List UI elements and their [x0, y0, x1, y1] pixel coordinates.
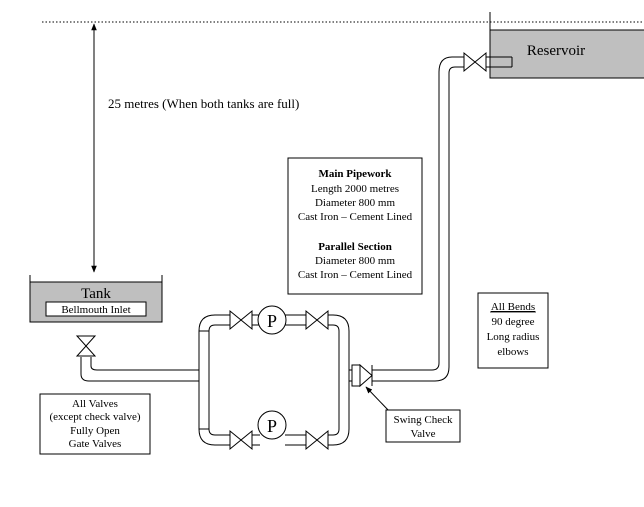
gate-valve-outlet	[75, 335, 97, 357]
valves-note-line-2: (except check valve)	[50, 411, 141, 423]
check-valve-note: Swing Check Valve	[365, 386, 461, 443]
check-valve-note-line-1: Swing Check	[394, 414, 453, 426]
reservoir: Reservoir	[489, 12, 644, 79]
bends-note: All Bends 90 degree Long radius elbows	[477, 292, 549, 369]
bellmouth-inlet-label: Bellmouth Inlet	[61, 304, 130, 316]
tank-label: Tank	[81, 286, 111, 302]
bends-note-line-1: 90 degree	[491, 316, 534, 328]
main-line-2: Diameter 800 mm	[315, 197, 395, 209]
pipework	[80, 56, 513, 446]
gate-valve-top-right	[305, 309, 329, 331]
pipework-info-box: Main Pipework Length 2000 metres Diamete…	[287, 157, 423, 295]
pump-top-label: P	[267, 311, 277, 331]
gate-valve-reservoir	[463, 51, 487, 73]
height-annotation: 25 metres (When both tanks are full)	[108, 96, 299, 111]
bends-note-line-3: elbows	[497, 346, 528, 358]
gate-valve-bottom-left	[229, 429, 253, 451]
main-line-1: Length 2000 metres	[311, 183, 399, 195]
bends-note-title: All Bends	[491, 301, 535, 313]
pump-bottom: P	[257, 410, 287, 440]
tank: Tank Bellmouth Inlet	[29, 275, 163, 323]
gate-valve-bottom-right	[305, 429, 329, 451]
main-pipework-title: Main Pipework	[318, 168, 392, 180]
pump-bottom-label: P	[267, 416, 277, 436]
valves-note: All Valves (except check valve) Fully Op…	[39, 393, 151, 455]
parallel-line-1: Diameter 800 mm	[315, 255, 395, 267]
valves-note-line-4: Gate Valves	[69, 438, 122, 450]
valves-note-line-3: Fully Open	[70, 425, 120, 437]
gate-valve-top-left	[229, 309, 253, 331]
bellmouth-inlet-box	[45, 301, 147, 317]
reservoir-label: Reservoir	[527, 43, 585, 59]
swing-check-valve	[351, 363, 373, 388]
bends-note-line-2: Long radius	[487, 331, 540, 343]
valves-note-line-1: All Valves	[72, 398, 118, 410]
main-line-3: Cast Iron – Cement Lined	[298, 211, 413, 223]
parallel-section-title: Parallel Section	[318, 241, 392, 253]
parallel-line-2: Cast Iron – Cement Lined	[298, 269, 413, 281]
check-valve-note-line-2: Valve	[410, 428, 435, 440]
pump-top: P	[257, 305, 287, 335]
check-valve-pointer	[365, 386, 391, 413]
